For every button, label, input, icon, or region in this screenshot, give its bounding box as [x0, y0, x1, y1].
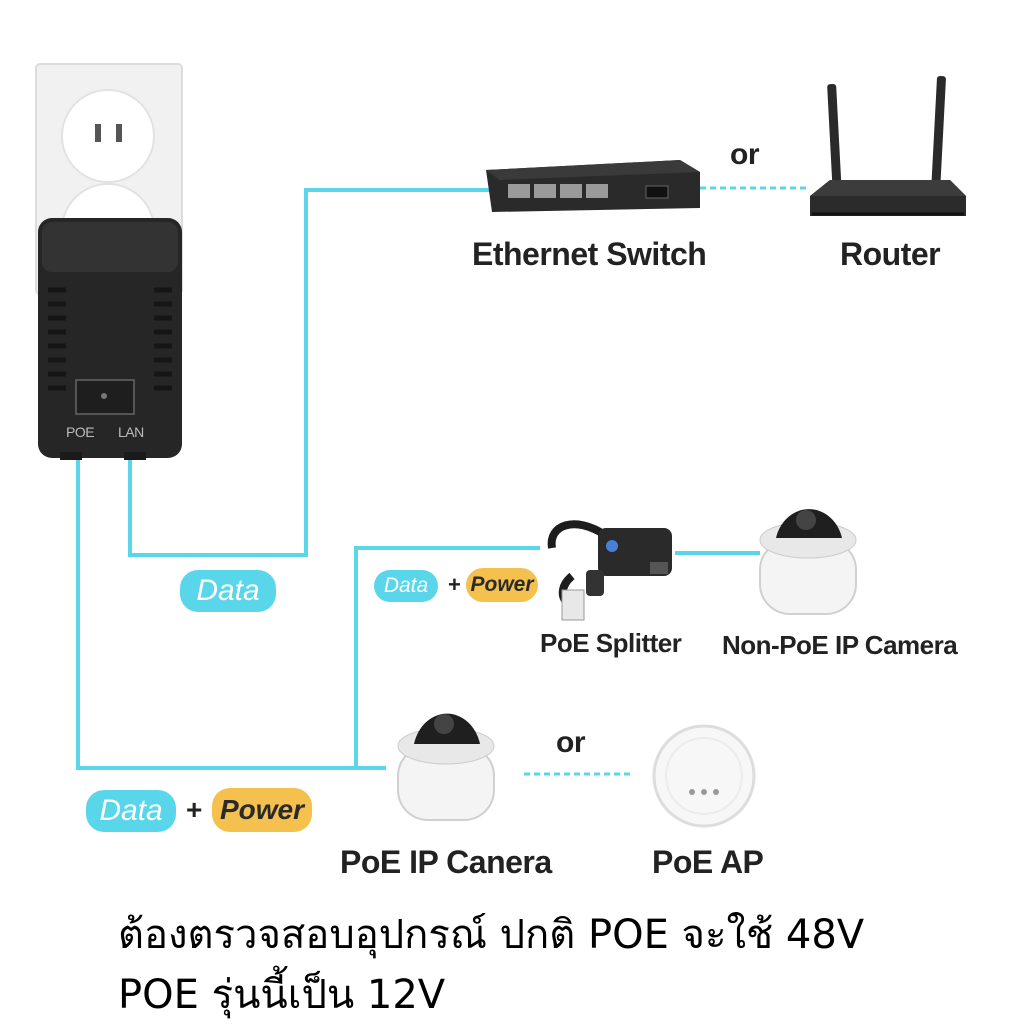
- data-pill-splitter: Data: [374, 570, 438, 602]
- power-pill-camera: Power: [212, 788, 312, 832]
- or-label-top: or: [730, 138, 760, 171]
- splitter-branch-cable: [354, 546, 540, 768]
- data-pill-camera: Data: [86, 790, 176, 832]
- power-pill-splitter: Power: [466, 568, 538, 602]
- router-label: Router: [840, 236, 941, 272]
- router-device: [810, 76, 966, 216]
- note-line-1: ต้องตรวจสอบอุปกรณ์ ปกติ POE จะใช้ 48V: [118, 912, 865, 958]
- poe-ap-device: [652, 724, 756, 828]
- poe-cable: [76, 455, 386, 770]
- note-line-2: POE รุ่นนี้เป็น 12V: [118, 972, 446, 1018]
- non-poe-camera-device: [759, 509, 857, 615]
- ethernet-switch-label: Ethernet Switch: [472, 236, 707, 272]
- ethernet-switch-device: [486, 160, 700, 212]
- adapter-poe-port-label: POE: [66, 424, 95, 440]
- dashed-links: [524, 186, 808, 776]
- plus-sign-camera: +: [186, 794, 203, 825]
- non-poe-camera-label: Non-PoE IP Camera: [722, 630, 958, 660]
- poe-camera-device: [397, 713, 495, 821]
- poe-adapter: [38, 218, 182, 460]
- poe-splitter-label: PoE Splitter: [540, 628, 682, 658]
- or-label-bottom: or: [556, 726, 586, 759]
- adapter-lan-port-label: LAN: [118, 424, 144, 440]
- data-pill-lan: Data: [180, 570, 276, 612]
- poe-ap-label: PoE AP: [652, 844, 764, 880]
- poe-splitter-device: [547, 520, 672, 621]
- cable-lines: [76, 188, 760, 770]
- plus-sign-splitter: +: [448, 572, 461, 597]
- poe-camera-label: PoE IP Canera: [340, 844, 552, 880]
- lan-cable: [128, 188, 490, 557]
